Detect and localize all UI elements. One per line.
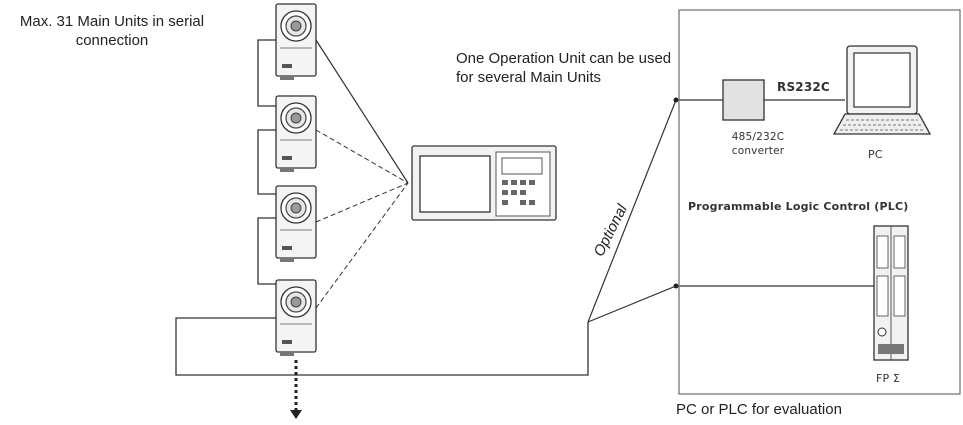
operation-unit-label: One Operation Unit can be used for sever… — [456, 50, 672, 86]
main-unit-1 — [275, 3, 317, 81]
plc-fp-sigma-icon — [873, 225, 909, 361]
main-unit-2 — [275, 95, 317, 173]
serial-connection-label: Max. 31 Main Units in serial connection — [19, 13, 205, 49]
pc-label: PC — [868, 148, 883, 161]
operation-unit — [411, 145, 557, 221]
fp-sigma-label: FP Σ — [876, 372, 901, 385]
rs232c-label: RS232C — [777, 80, 830, 94]
converter-label: 485/232C converter — [731, 131, 785, 157]
evaluation-caption: PC or PLC for evaluation — [676, 401, 842, 418]
pc-laptop-icon — [832, 45, 932, 135]
arrow-down-icon — [290, 410, 302, 419]
main-unit-3 — [275, 185, 317, 263]
plc-title: Programmable Logic Control (PLC) — [688, 200, 909, 213]
converter-box — [722, 79, 765, 121]
main-unit-4 — [275, 279, 317, 357]
evaluation-box — [678, 9, 961, 395]
